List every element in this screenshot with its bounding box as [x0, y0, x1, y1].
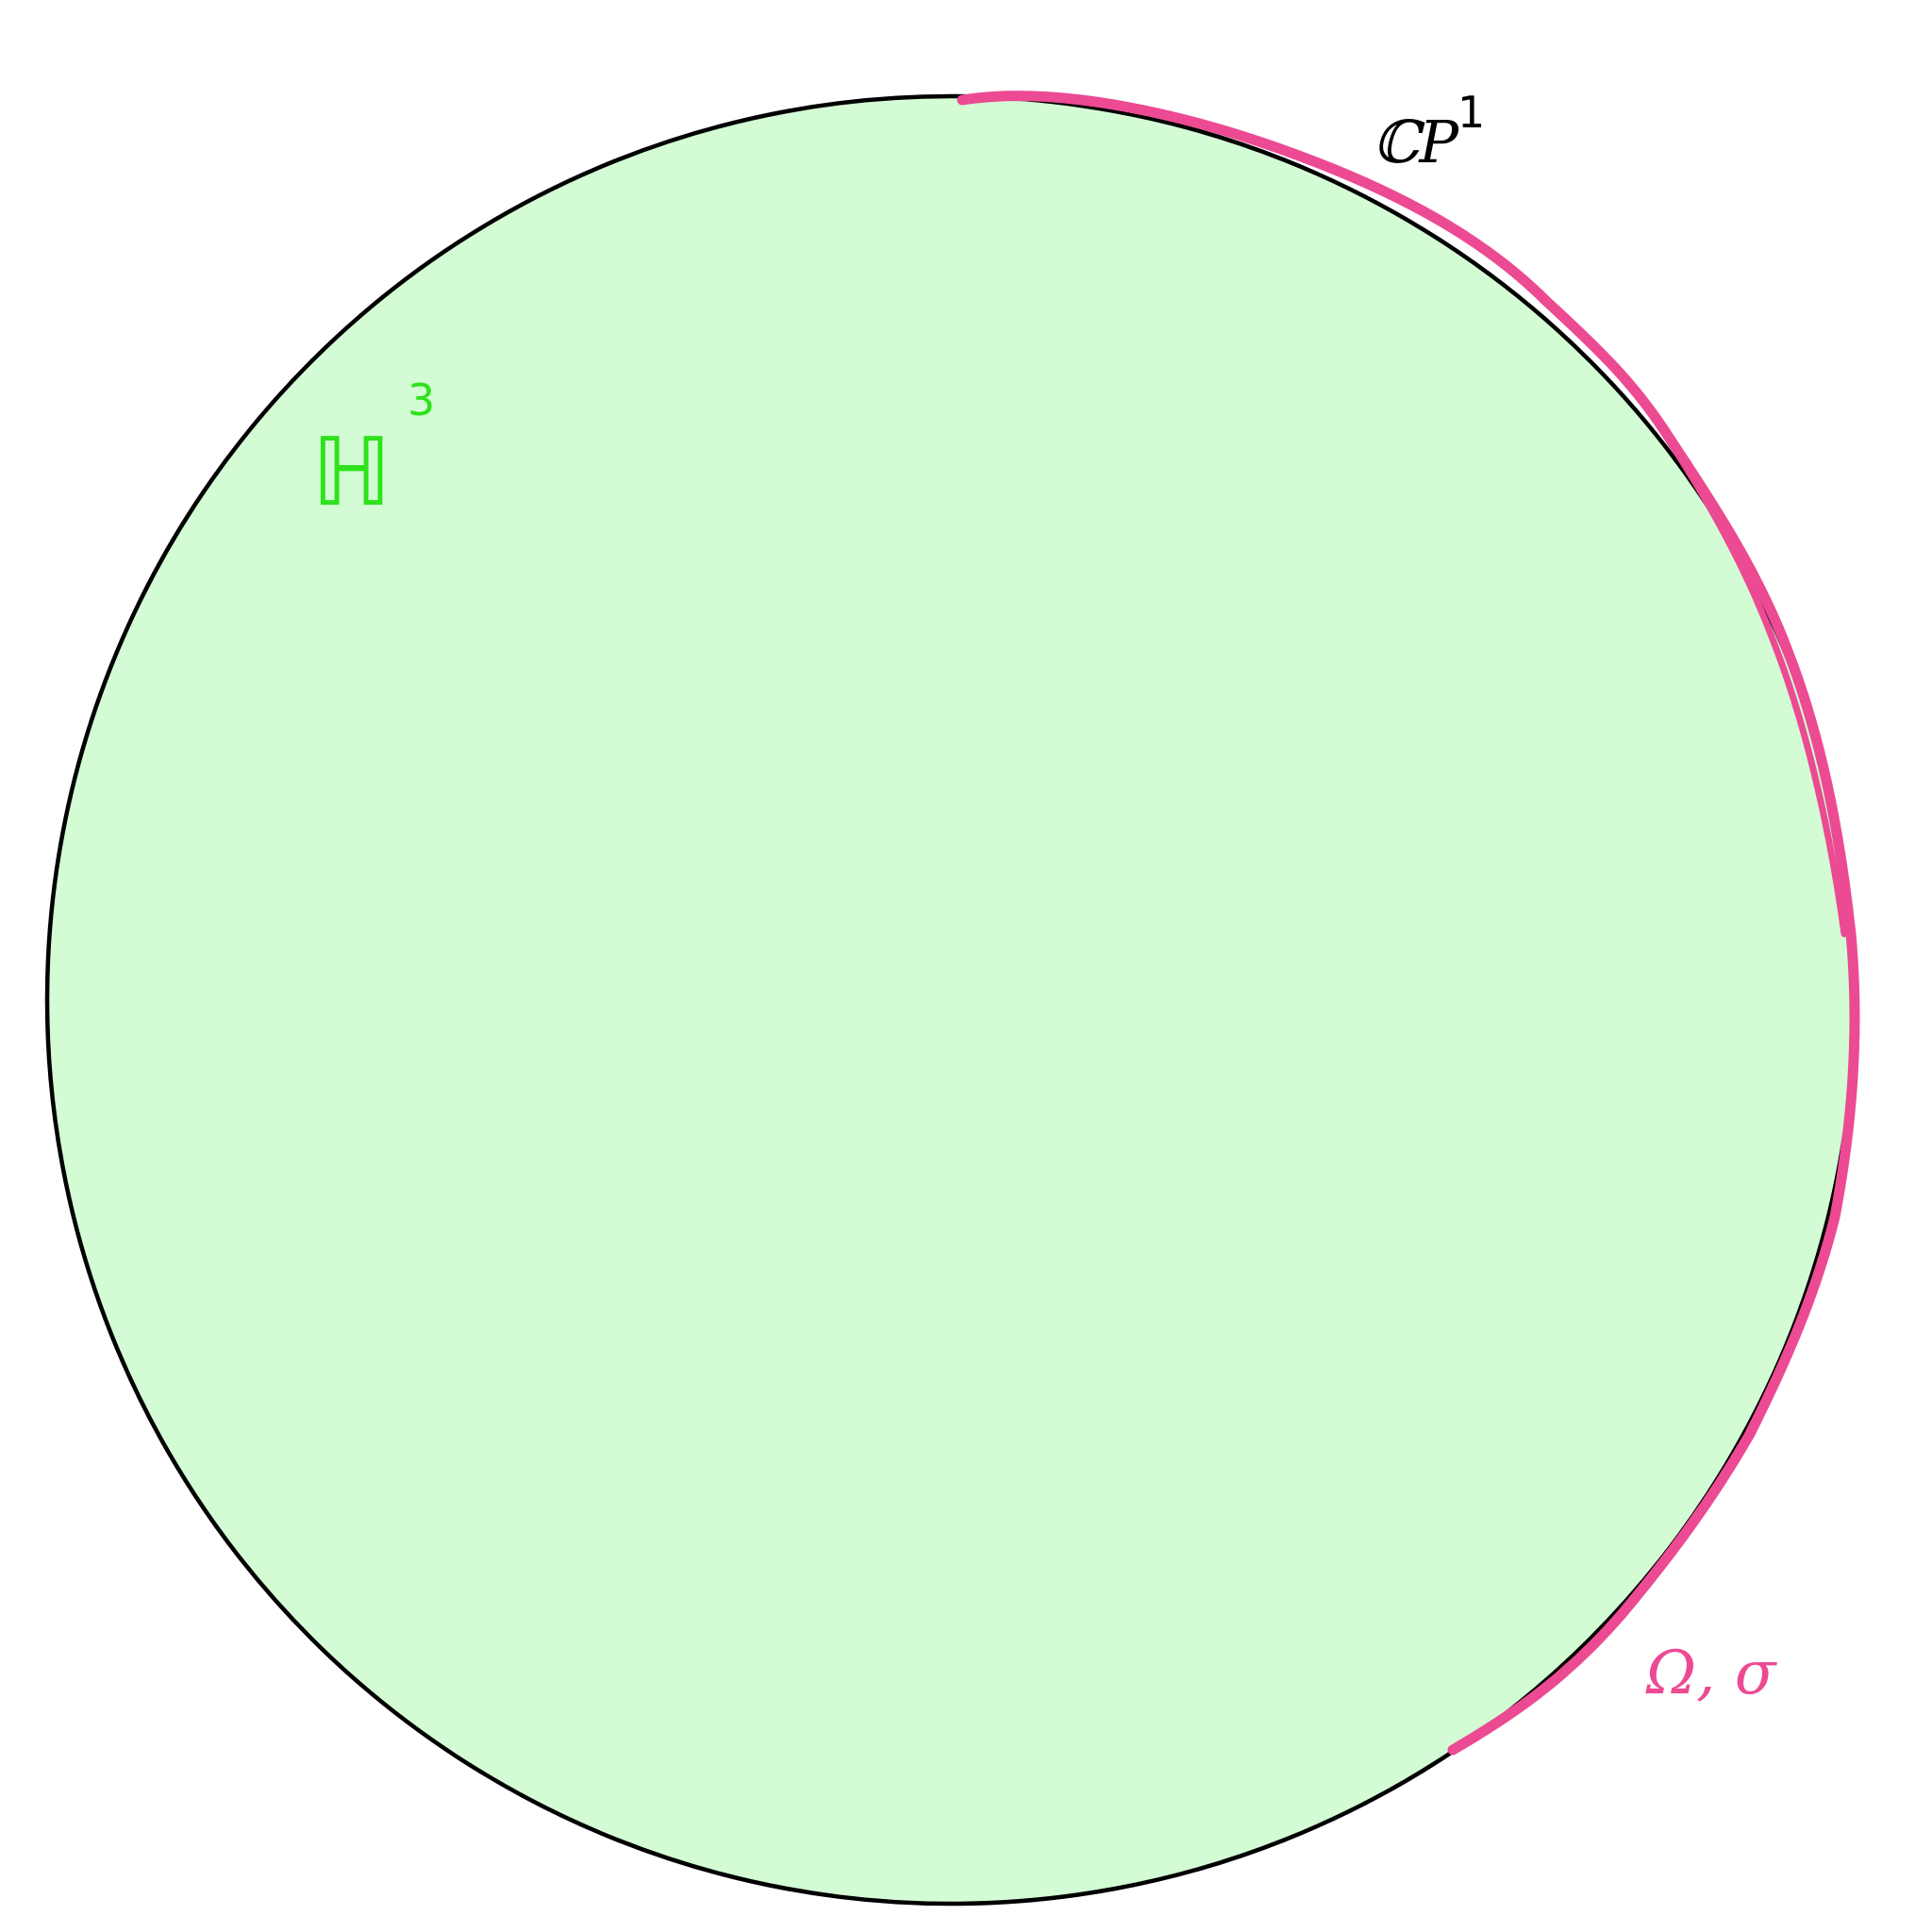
cp1-superscript: 1: [1457, 87, 1485, 138]
hyperbolic-ball: [44, 93, 1857, 1907]
h3-superscript: 3: [408, 375, 435, 425]
cp1-label: ℂP: [1373, 108, 1459, 176]
h3-label: ℍ: [311, 417, 391, 527]
omega-sigma-label: Ω, σ: [1645, 1639, 1778, 1708]
domain-arc-thickening: [1661, 430, 1848, 938]
domain-arc: [957, 91, 1860, 1756]
